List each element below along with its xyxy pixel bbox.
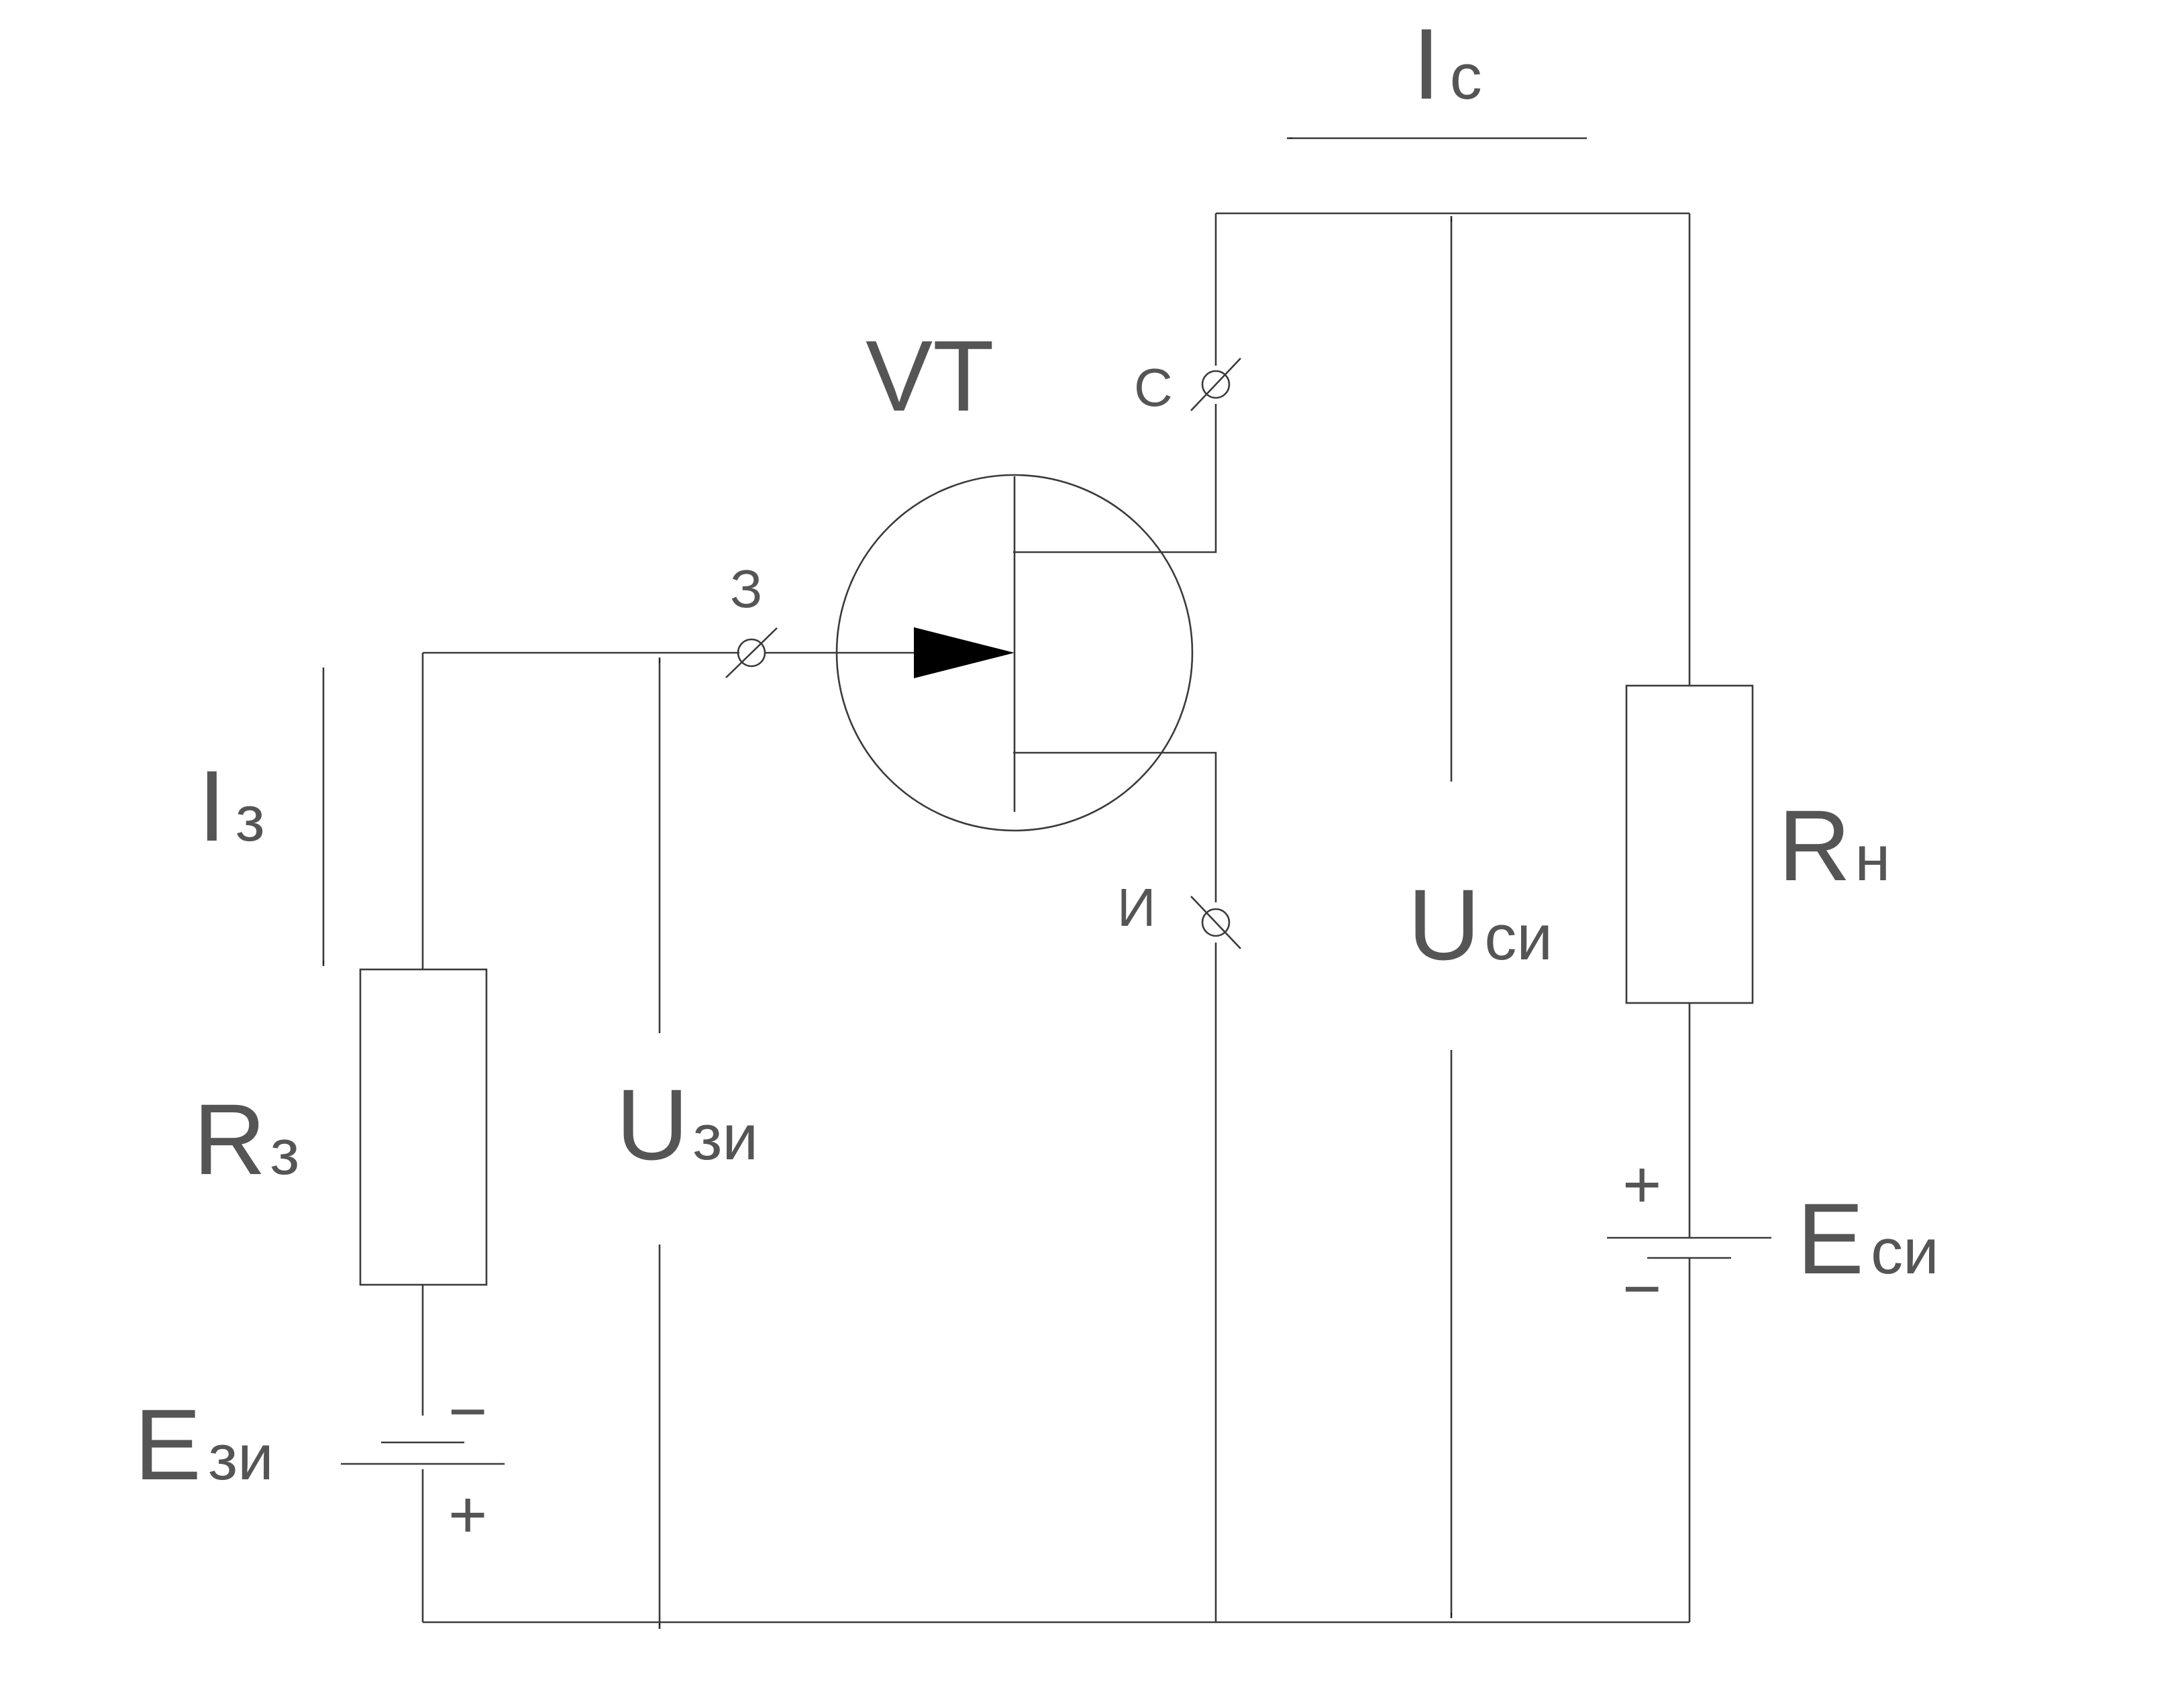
- battery-ezi-bottom-sign: +: [448, 1477, 487, 1552]
- transistor-vt: VT: [765, 319, 1194, 832]
- drain-pin-label: С: [1134, 358, 1173, 417]
- gate-pin-label: З: [730, 559, 762, 619]
- gate-voltage-label: Uзи: [616, 1068, 758, 1181]
- resistor-rz: Rз: [193, 968, 488, 1286]
- source-pin-label: И: [1117, 878, 1156, 937]
- transistor-gate-arrow-icon: [914, 627, 1015, 678]
- arrow-drain-voltage: Uси: [1408, 216, 1553, 1618]
- transistor-name: VT: [866, 319, 994, 432]
- wire-drain-stub: [1013, 404, 1217, 553]
- circuit-wires: [421, 212, 1691, 1624]
- resistor-rn: Rн: [1625, 684, 1890, 1004]
- terminal-gate: З: [725, 559, 778, 678]
- arrow-gate-voltage: Uзи: [616, 657, 758, 1629]
- resistor-rz-label: Rз: [193, 1083, 299, 1196]
- drain-voltage-label: Uси: [1408, 868, 1553, 981]
- resistor-rz-body: [359, 968, 488, 1286]
- battery-ezi-top-sign: −: [448, 1374, 487, 1449]
- resistor-rn-label: Rн: [1778, 789, 1890, 902]
- terminal-source: И: [1117, 878, 1241, 949]
- battery-esi-bottom-sign: −: [1622, 1251, 1661, 1326]
- wire-source-stub: [1013, 751, 1217, 902]
- battery-esi-top-sign: +: [1622, 1147, 1661, 1222]
- resistor-rn-body: [1625, 684, 1754, 1004]
- terminal-drain: С: [1134, 358, 1241, 417]
